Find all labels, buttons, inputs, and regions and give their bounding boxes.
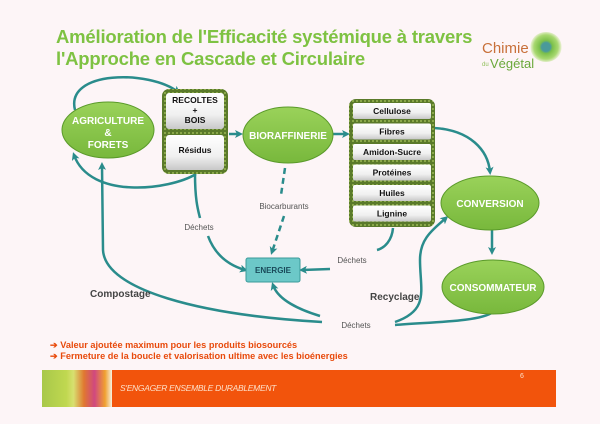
agriculture-label-3: FORETS — [88, 140, 129, 151]
arrow-recyclage-to-conversion — [394, 216, 449, 324]
node-consommateur[interactable]: CONSOMMATEUR — [441, 259, 545, 315]
svg-text:Lignine: Lignine — [377, 209, 407, 219]
node-bioraffinerie[interactable]: BIORAFFINERIE — [242, 106, 334, 164]
label-recyclage: Recyclage — [370, 292, 420, 303]
footer-image — [42, 370, 112, 407]
slide-title: Amélioration de l'Efficacité systémique … — [56, 26, 472, 70]
product-fibres[interactable]: Fibres — [353, 123, 431, 140]
logo-text-du: du — [482, 62, 489, 68]
arrow-bioraffinerie-biocarb — [279, 167, 287, 196]
arrow-compostage-to-agri — [98, 162, 323, 324]
node-agriculture-forets[interactable]: AGRICULTURE & FORETS — [61, 101, 155, 159]
label-dechets-1: Déchets — [184, 223, 213, 232]
product-amidon-sucre[interactable]: Amidon-Sucre — [353, 144, 431, 160]
node-energie[interactable]: ENERGIE — [245, 257, 301, 283]
arrow-agri-to-recoltes — [73, 76, 181, 111]
key-points: ➔ Valeur ajoutée maximum pour les produi… — [50, 340, 348, 362]
svg-text:CONVERSION: CONVERSION — [456, 199, 523, 210]
title-line-2: l'Approche en Cascade et Circulaire — [56, 48, 365, 69]
arrow-fibres-to-conversion — [433, 126, 494, 175]
input-residus[interactable]: Résidus — [166, 135, 224, 170]
logo-text-chimie: Chimie — [482, 40, 529, 57]
svg-text:ENERGIE: ENERGIE — [255, 266, 292, 275]
arrow-consommateur-to-dechets — [394, 310, 494, 327]
arrow-dechets-to-energie — [206, 235, 248, 273]
product-prot-ines[interactable]: Protéines — [353, 164, 431, 181]
chimie-du-vegetal-logo: Chimie du Végétal — [482, 30, 572, 78]
agriculture-label-2: & — [104, 128, 111, 139]
label-dechets-2: Déchets — [337, 256, 366, 265]
svg-text:Amidon-Sucre: Amidon-Sucre — [363, 147, 421, 157]
svg-text:+: + — [193, 105, 198, 115]
svg-text:Protéines: Protéines — [373, 168, 412, 178]
arrow-dechets3-to-energie — [270, 282, 321, 318]
label-biocarburants: Biocarburants — [259, 202, 308, 211]
svg-text:Cellulose: Cellulose — [373, 106, 411, 116]
svg-text:Fibres: Fibres — [379, 127, 405, 137]
agriculture-label-1: AGRICULTURE — [72, 116, 144, 127]
inputs-box: RECOLTES + BOIS Résidus — [162, 89, 228, 174]
bullet-2: ➔ Fermeture de la boucle et valorisation… — [50, 351, 348, 361]
title-line-1: Amélioration de l'Efficacité systémique … — [56, 26, 473, 47]
svg-text:BIORAFFINERIE: BIORAFFINERIE — [249, 131, 327, 142]
page-number: 6 — [520, 373, 524, 380]
node-conversion[interactable]: CONVERSION — [440, 175, 540, 231]
arrow-biocarburants-to-energie — [269, 215, 286, 255]
footer-slogan: S'ENGAGER ENSEMBLE DURABLEMENT — [120, 383, 277, 393]
arrow-residus-dechets — [193, 173, 202, 219]
product-lignine[interactable]: Lignine — [353, 205, 431, 222]
products-box: CelluloseFibresAmidon-SucreProtéinesHuil… — [349, 99, 435, 227]
input-recoltes-bois[interactable]: RECOLTES + BOIS — [166, 93, 224, 129]
arrow-residus-to-agri — [71, 152, 197, 189]
footer-banner: S'ENGAGER ENSEMBLE DURABLEMENT 6 — [42, 370, 556, 407]
arrow-dechets2-to-energie — [299, 265, 331, 274]
logo-burst-icon — [530, 32, 562, 62]
label-dechets-3: Déchets — [341, 321, 370, 330]
svg-text:CONSOMMATEUR: CONSOMMATEUR — [449, 283, 537, 294]
svg-text:Résidus: Résidus — [178, 145, 211, 155]
product-cellulose[interactable]: Cellulose — [353, 103, 431, 119]
label-compostage: Compostage — [90, 289, 151, 300]
logo-text-vegetal: Végétal — [490, 56, 535, 71]
svg-text:Huiles: Huiles — [379, 188, 405, 198]
bullet-1: ➔ Valeur ajoutée maximum pour les produi… — [50, 340, 298, 350]
svg-text:BOIS: BOIS — [185, 115, 206, 125]
product-huiles[interactable]: Huiles — [353, 185, 431, 201]
arrow-lignine-dechets — [376, 227, 395, 252]
svg-text:RECOLTES: RECOLTES — [172, 95, 218, 105]
